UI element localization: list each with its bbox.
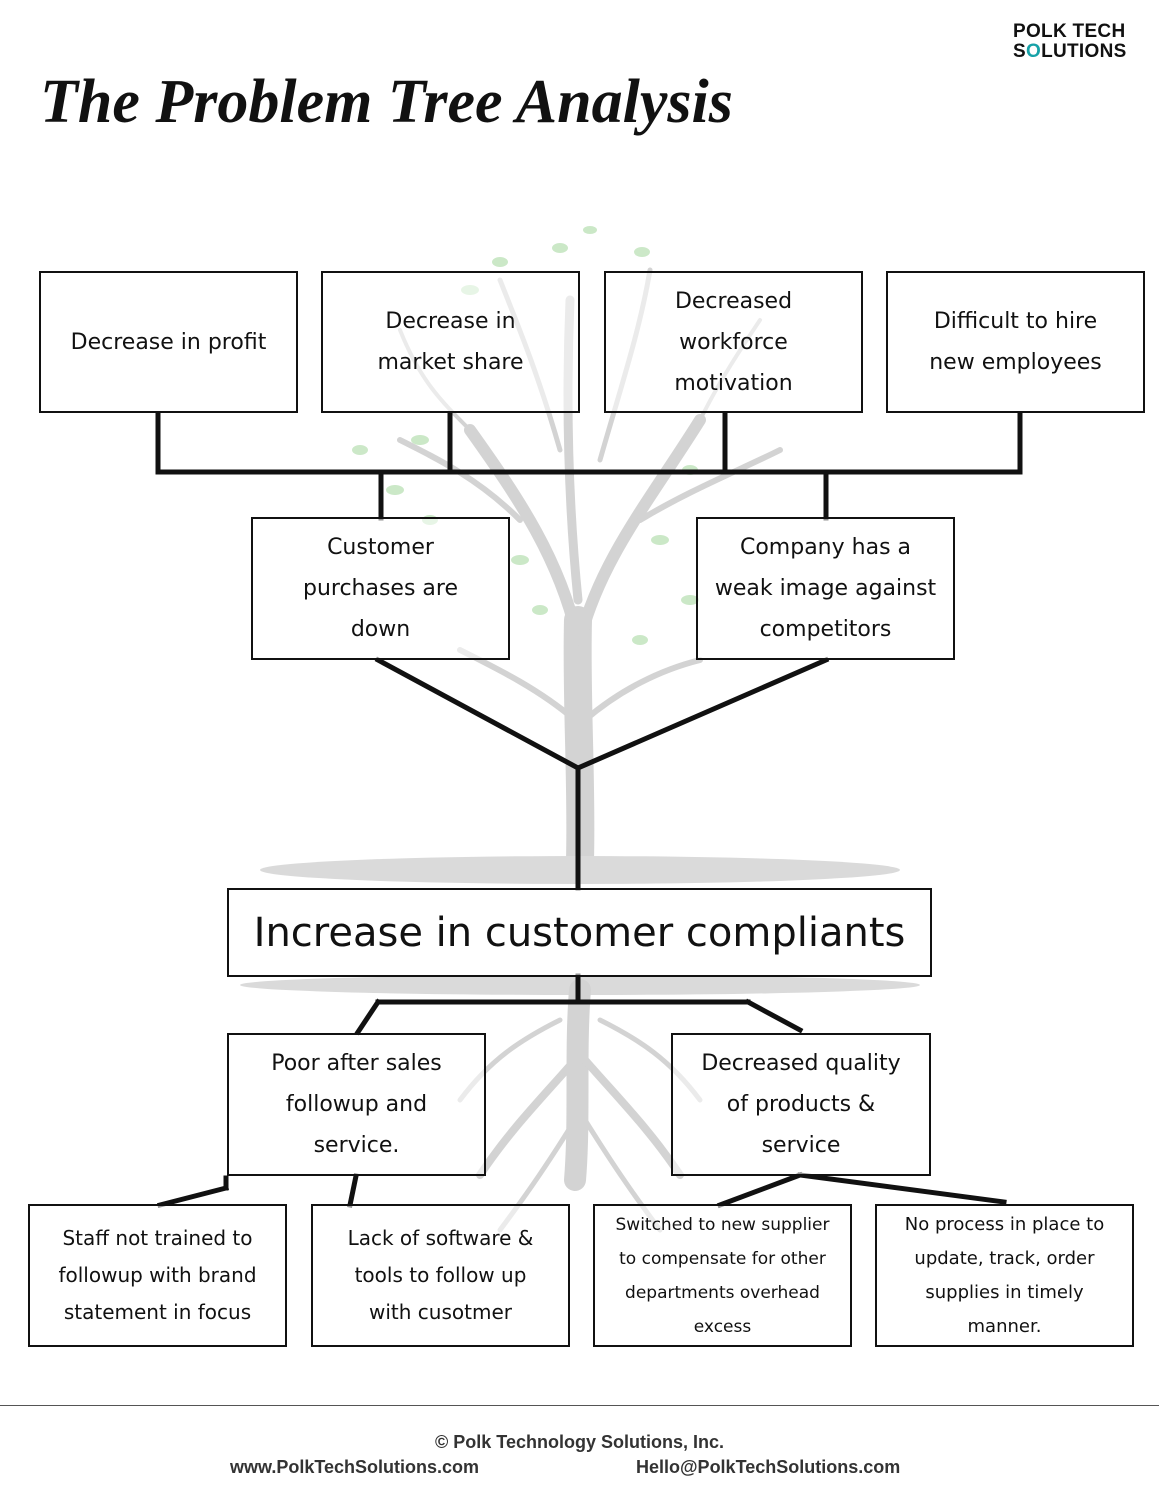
page-title: The Problem Tree Analysis	[40, 68, 733, 136]
problem-tree-diagram	[155, 226, 1023, 1233]
effect-text: Decrease in market share	[377, 309, 524, 375]
root-cause-box-lack-of-software: Lack of software & tools to follow up wi…	[311, 1204, 570, 1347]
logo-line-2: SOLUTIONS	[1013, 41, 1127, 62]
cause-box-decreased-quality: Decreased quality of products & service	[671, 1033, 931, 1176]
root-cause-text: Staff not trained to followup with brand…	[58, 1226, 257, 1324]
connector-lines	[155, 411, 1023, 1209]
logo-line-1: POLK TECH	[1013, 21, 1126, 42]
core-problem-text: Increase in customer compliants	[253, 909, 906, 956]
root-cause-text: Switched to new supplier to compensate f…	[615, 1214, 830, 1337]
core-problem-box: Increase in customer compliants	[227, 888, 932, 977]
effect-text: Decreased workforce motivation	[674, 288, 793, 396]
effect-box-decreased-workforce-motivation: Decreased workforce motivation	[604, 271, 863, 413]
footer-website-link[interactable]: www.PolkTechSolutions.com	[230, 1457, 480, 1477]
root-cause-box-staff-not-trained: Staff not trained to followup with brand…	[28, 1204, 287, 1347]
effect-box-decrease-in-profit: Decrease in profit	[39, 271, 298, 413]
mid-effect-box-weak-image: Company has a weak image against competi…	[696, 517, 955, 660]
root-cause-text: No process in place to update, track, or…	[904, 1213, 1105, 1337]
cause-box-poor-after-sales: Poor after sales followup and service.	[227, 1033, 486, 1176]
company-logo: POLK TECH SOLUTIONS	[1013, 22, 1143, 62]
cause-text: Decreased quality of products & service	[701, 1051, 901, 1158]
mid-effect-text: Customer purchases are down	[302, 535, 459, 642]
logo-accent-letter: O	[1025, 41, 1042, 62]
effect-text: Difficult to hire new employees	[929, 309, 1102, 375]
tree-roots	[457, 979, 703, 1233]
effect-box-decrease-in-market-share: Decrease in market share	[321, 271, 580, 413]
footer-divider	[0, 1405, 1159, 1406]
cause-text: Poor after sales followup and service.	[271, 1051, 442, 1158]
mid-effect-text: Company has a weak image against competi…	[714, 535, 937, 642]
root-cause-box-no-process: No process in place to update, track, or…	[875, 1204, 1134, 1347]
root-cause-text: Lack of software & tools to follow up wi…	[347, 1226, 534, 1324]
effect-text: Decrease in profit	[70, 329, 267, 355]
root-cause-box-new-supplier: Switched to new supplier to compensate f…	[593, 1204, 852, 1347]
mid-effect-box-customer-purchases: Customer purchases are down	[251, 517, 510, 660]
footer-copyright: © Polk Technology Solutions, Inc.	[435, 1432, 724, 1452]
effect-box-difficult-to-hire: Difficult to hire new employees	[886, 271, 1145, 413]
footer-email-link[interactable]: Hello@PolkTechSolutions.com	[636, 1457, 901, 1477]
